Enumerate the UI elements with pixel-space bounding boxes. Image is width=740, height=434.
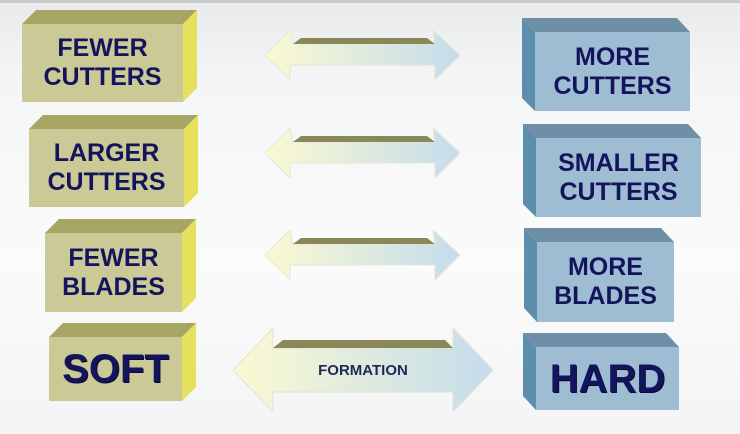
left-label: FEWER CUTTERS	[43, 34, 162, 91]
right-box-smaller-cutters: SMALLER CUTTERS	[523, 124, 701, 217]
left-label: LARGER CUTTERS	[47, 139, 166, 196]
left-box-fewer-cutters: FEWER CUTTERS	[22, 10, 197, 102]
right-box-hard: HARD	[523, 333, 679, 410]
formation-label: FORMATION	[318, 361, 408, 379]
left-label: FEWER BLADES	[62, 243, 165, 301]
right-label: MORE BLADES	[554, 253, 657, 310]
left-label-large: SOFT	[62, 347, 169, 391]
right-box-more-cutters: MORE CUTTERS	[522, 18, 690, 111]
double-arrow	[265, 30, 460, 80]
double-arrow	[265, 128, 460, 178]
left-box-larger-cutters: LARGER CUTTERS	[29, 115, 198, 207]
top-border	[0, 0, 740, 3]
formation-arrow: FORMATION	[233, 320, 493, 412]
left-box-soft: SOFT	[49, 323, 196, 401]
right-label-large: HARD	[549, 356, 666, 401]
right-box-more-blades: MORE BLADES	[524, 228, 674, 322]
left-box-fewer-blades: FEWER BLADES	[45, 219, 196, 312]
right-label: MORE CUTTERS	[553, 42, 672, 100]
right-label: SMALLER CUTTERS	[558, 148, 679, 206]
double-arrow	[265, 230, 460, 280]
